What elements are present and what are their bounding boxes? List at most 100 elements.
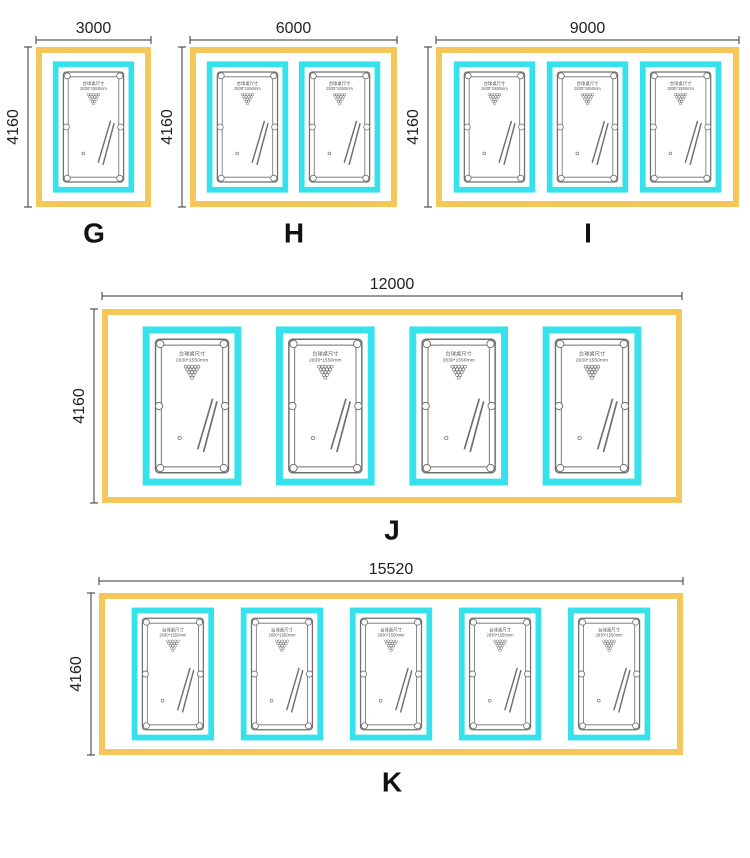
table-pocket [271, 123, 279, 131]
table-pocket [289, 339, 298, 349]
table-ball [336, 95, 340, 99]
table-pocket [557, 174, 565, 182]
table-ball [285, 639, 289, 643]
table-pocket [421, 401, 430, 411]
table-ball [247, 95, 251, 99]
table-pocket [524, 670, 532, 678]
table-ball [185, 367, 189, 372]
table-size-label-line1: 台球桌尺寸 [579, 349, 605, 357]
table-pocket [156, 463, 165, 473]
table-size-label-line1: 台球桌尺寸 [271, 627, 293, 634]
table-ball [583, 93, 587, 97]
layout-i: 90004160台球桌尺寸2830*1550mm台球桌尺寸2830*1550mm… [405, 20, 740, 248]
cue-stick [290, 669, 304, 713]
table-pocket [220, 401, 230, 411]
table-ball [243, 93, 247, 97]
table-ball [389, 639, 393, 643]
cue-stick [395, 667, 409, 711]
table-ball [94, 93, 98, 97]
table-ball [460, 370, 464, 375]
table-ball [86, 93, 90, 97]
table-pocket [305, 618, 312, 626]
width-dimension: 12000 [101, 276, 683, 300]
table-ball [187, 370, 191, 375]
table-ball [171, 644, 175, 648]
table-ball [248, 93, 252, 97]
table-size-label-line1: 台球桌尺寸 [484, 80, 506, 87]
table-pocket [142, 618, 150, 626]
cue-ball [327, 151, 332, 156]
cue-ball [235, 151, 239, 156]
table-ball [588, 93, 592, 97]
table-ball [320, 370, 324, 375]
table-pocket [116, 72, 124, 80]
table-pocket [422, 339, 431, 349]
table-pocket [306, 670, 313, 678]
table-ball [604, 644, 608, 648]
cue-stick [463, 398, 480, 450]
table-ball [281, 641, 285, 645]
table-ball [343, 93, 347, 97]
table-ball [588, 97, 592, 101]
cue-stick [102, 122, 115, 166]
table-ball [673, 93, 677, 97]
table-ball [94, 97, 98, 101]
cue-stick [330, 398, 347, 450]
table-ball [242, 95, 245, 99]
table-ball [170, 646, 174, 650]
cue-stick [256, 122, 269, 166]
table-ball [584, 95, 588, 99]
table-ball [607, 644, 611, 648]
table-ball [453, 364, 458, 369]
table-ball [603, 641, 607, 645]
table-size-label-line2: 2830*1550mm [442, 357, 474, 363]
table-ball [491, 95, 495, 99]
table-size-label-line1: 台球桌尺寸 [237, 80, 259, 87]
height-label: 4160 [5, 109, 22, 145]
table-size-label-line1: 台球桌尺寸 [162, 627, 184, 634]
table-ball [613, 639, 616, 643]
table-pocket [414, 722, 422, 730]
table-ball [390, 641, 394, 645]
table-ball [279, 641, 283, 645]
table-ball [318, 367, 323, 372]
table-size-label-line1: 台球桌尺寸 [598, 627, 620, 634]
table-size-label-line2: 2830*1550mm [574, 86, 601, 91]
table-ball [338, 93, 342, 97]
table-ball [245, 97, 249, 101]
cue-ball [177, 435, 182, 441]
table-pocket [517, 72, 525, 80]
table-ball [604, 639, 608, 643]
table-pocket [354, 401, 363, 411]
cue-stick [602, 401, 618, 453]
layout-letter: I [584, 217, 592, 248]
table-pocket [422, 463, 431, 473]
cue-stick [400, 669, 413, 713]
table-ball [89, 93, 93, 97]
table-ball [587, 370, 591, 375]
table-pocket [633, 670, 641, 678]
table-pocket [63, 174, 71, 182]
table-size-label-line1: 台球桌尺寸 [489, 627, 511, 634]
table-ball [275, 639, 279, 643]
table-ball [590, 376, 594, 380]
table-pocket [217, 72, 225, 80]
table-ball [323, 376, 328, 380]
table-pocket [196, 618, 203, 626]
table-ball [450, 364, 455, 369]
table-ball [247, 100, 251, 103]
table-ball [389, 644, 393, 648]
table-ball [611, 641, 615, 645]
cue-stick [613, 667, 627, 711]
table-ball [340, 93, 344, 97]
table-ball [587, 100, 591, 103]
table-ball [281, 646, 285, 650]
table-size-label-line1: 台球桌尺寸 [83, 80, 105, 87]
table-ball [329, 364, 334, 369]
table-pocket [219, 339, 228, 349]
